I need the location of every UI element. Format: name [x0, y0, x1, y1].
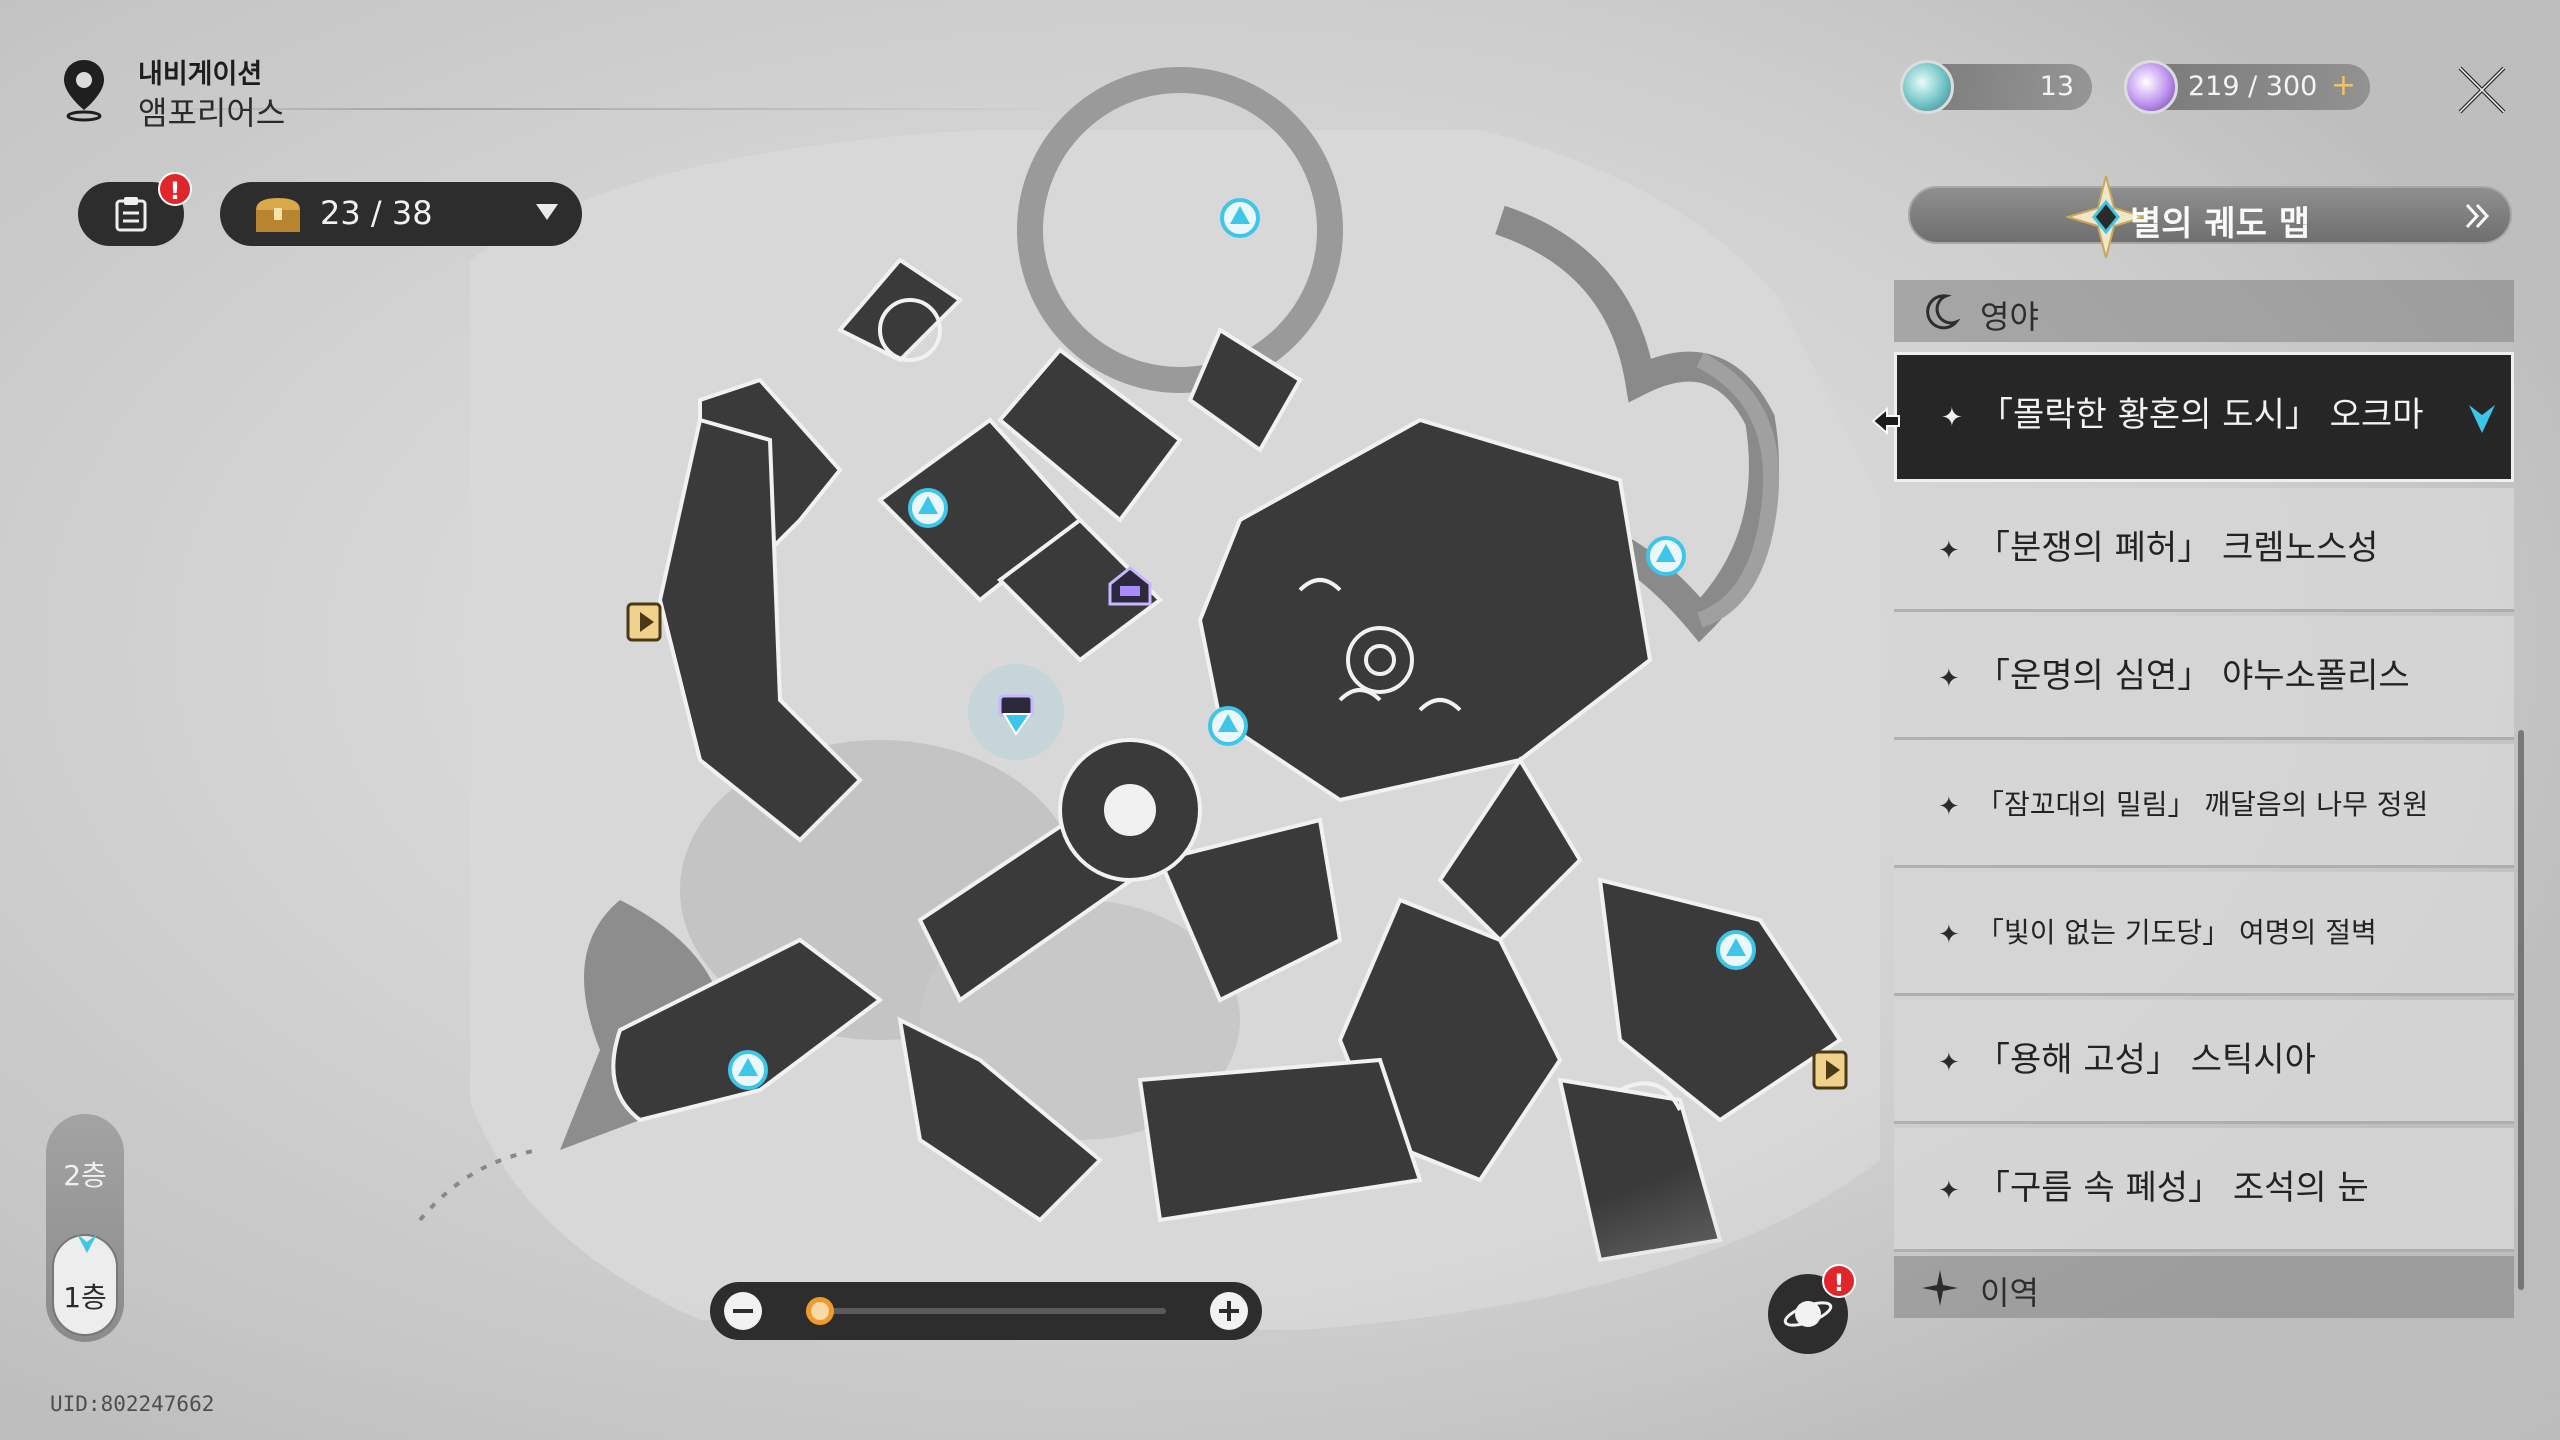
location-pin-icon [64, 60, 104, 122]
treasure-chest-icon [256, 198, 300, 232]
chevron-down-icon[interactable] [536, 204, 558, 220]
space-anchor-icon[interactable] [1646, 536, 1686, 576]
region-item-eye-of-twilight[interactable]: ✦ 「구름 속 폐성」 조석의 눈 [1894, 1128, 2514, 1252]
quest-alert-badge: ! [158, 172, 192, 206]
region-star-icon: ✦ [1938, 792, 1960, 822]
region-label: 「운명의 심연」 야누소폴리스 [1976, 656, 2410, 697]
panel-scrollbar[interactable] [2518, 730, 2524, 1290]
teleport-anchors [728, 198, 1756, 1090]
region-item-dawn-cliff[interactable]: ✦ 「빛이 없는 기도당」 여명의 절벽 [1894, 872, 2514, 996]
exit-door-icon[interactable] [626, 602, 662, 642]
zoom-control [710, 1282, 1262, 1340]
region-label: 「용해 고성」 스틱시아 [1976, 1040, 2316, 1081]
treasure-count: 23 / 38 [320, 194, 433, 232]
location-marker-icon [2469, 405, 2495, 433]
region-star-icon: ✦ [1938, 1048, 1960, 1078]
fuel-icon [1900, 60, 1954, 114]
section-label-night: 영야 [1980, 298, 2039, 336]
region-panel: 영야 ✦ 「몰락한 황혼의 도시」 오크마 ✦ 「분쟁의 폐허」 크렘노스성 ✦… [1871, 280, 2514, 1360]
synthesis-chest-icon[interactable] [1108, 566, 1152, 606]
region-star-icon: ✦ [1938, 1176, 1960, 1206]
floor-2-button[interactable]: 2층 [63, 1159, 107, 1192]
fuel-count: 13 [2039, 71, 2074, 102]
star-rail-map-button[interactable]: 별의 궤도 맵 [1908, 175, 2512, 259]
close-x-icon[interactable] [2452, 60, 2512, 120]
zoom-slider-handle[interactable] [806, 1297, 835, 1325]
region-star-icon: ✦ [1938, 536, 1960, 566]
region-item-grove[interactable]: ✦ 「잠꼬대의 밀림」 깨달음의 나무 정원 [1894, 744, 2514, 868]
star-diamond-icon [2066, 175, 2146, 259]
navigation-label: 내비게이션 [138, 59, 263, 90]
current-floor-marker-icon [77, 1234, 97, 1253]
region-label: 「분쟁의 폐허」 크렘노스성 [1976, 528, 2379, 569]
section-header-night[interactable]: 영야 [1894, 280, 2514, 342]
double-chevron-right-icon [2465, 203, 2490, 229]
planet-icon [1783, 1301, 1833, 1327]
space-anchor-icon[interactable] [1208, 706, 1248, 746]
planet-alert-badge: ! [1822, 1264, 1856, 1298]
region-label: 「빛이 없는 기도당」 여명의 절벽 [1976, 916, 2377, 949]
crescent-moon-icon [1926, 294, 1960, 330]
region-item-okhema[interactable]: ✦ 「몰락한 황혼의 도시」 오크마 [1871, 352, 2514, 482]
space-anchor-icon[interactable] [1716, 930, 1756, 970]
region-item-styxia[interactable]: ✦ 「용해 고성」 스틱시아 [1894, 1000, 2514, 1124]
star-rail-map-label: 별의 궤도 맵 [2129, 204, 2311, 244]
area-name: 앰포리어스 [138, 94, 286, 132]
region-star-icon: ✦ [1938, 920, 1960, 950]
region-item-janusopolis[interactable]: ✦ 「운명의 심연」 야누소폴리스 [1894, 616, 2514, 740]
floor-selector: 2층 1층 [46, 1114, 124, 1342]
zoom-slider-track[interactable] [806, 1297, 1166, 1325]
zoom-out-button[interactable] [724, 1292, 762, 1330]
space-anchor-icon[interactable] [1220, 198, 1260, 238]
region-star-icon: ✦ [1941, 403, 1963, 433]
exit-door-icon[interactable] [1812, 1050, 1848, 1090]
region-item-kremnos[interactable]: ✦ 「분쟁의 폐허」 크렘노스성 [1894, 488, 2514, 612]
space-anchor-icon[interactable] [908, 488, 948, 528]
region-star-icon: ✦ [1938, 664, 1960, 694]
zoom-in-button[interactable] [1210, 1292, 1248, 1330]
floor-1-label: 1층 [63, 1281, 107, 1314]
stamina-add-button[interactable]: + [2330, 68, 2356, 103]
region-label: 「잠꼬대의 밀림」 깨달음의 나무 정원 [1976, 788, 2429, 821]
clipboard-icon [115, 197, 147, 232]
region-label: 「몰락한 황혼의 도시」 오크마 [1979, 395, 2424, 436]
section-header-other[interactable]: 이역 [1894, 1256, 2514, 1318]
navigation-header: 내비게이션 앰포리어스 [62, 50, 1078, 132]
treasure-counter-button[interactable]: 23 / 38 [220, 182, 582, 246]
floor-1-button[interactable]: 1층 [52, 1234, 118, 1336]
header-divider [138, 108, 1078, 110]
region-label: 「구름 속 폐성」 조석의 눈 [1976, 1168, 2369, 1209]
pointer-arrow-icon [1871, 407, 1900, 435]
sparkle-star-icon [1922, 1270, 1958, 1306]
player-arrow-icon [968, 664, 1064, 760]
stamina-counter[interactable]: 219 / 300 + [2140, 64, 2370, 110]
space-anchor-icon[interactable] [728, 1050, 768, 1090]
uid-label: UID:802247662 [50, 1392, 215, 1416]
stamina-value: 219 / 300 [2188, 71, 2318, 102]
trailblaze-power-icon [2124, 60, 2178, 114]
section-label-other: 이역 [1980, 1274, 2039, 1312]
